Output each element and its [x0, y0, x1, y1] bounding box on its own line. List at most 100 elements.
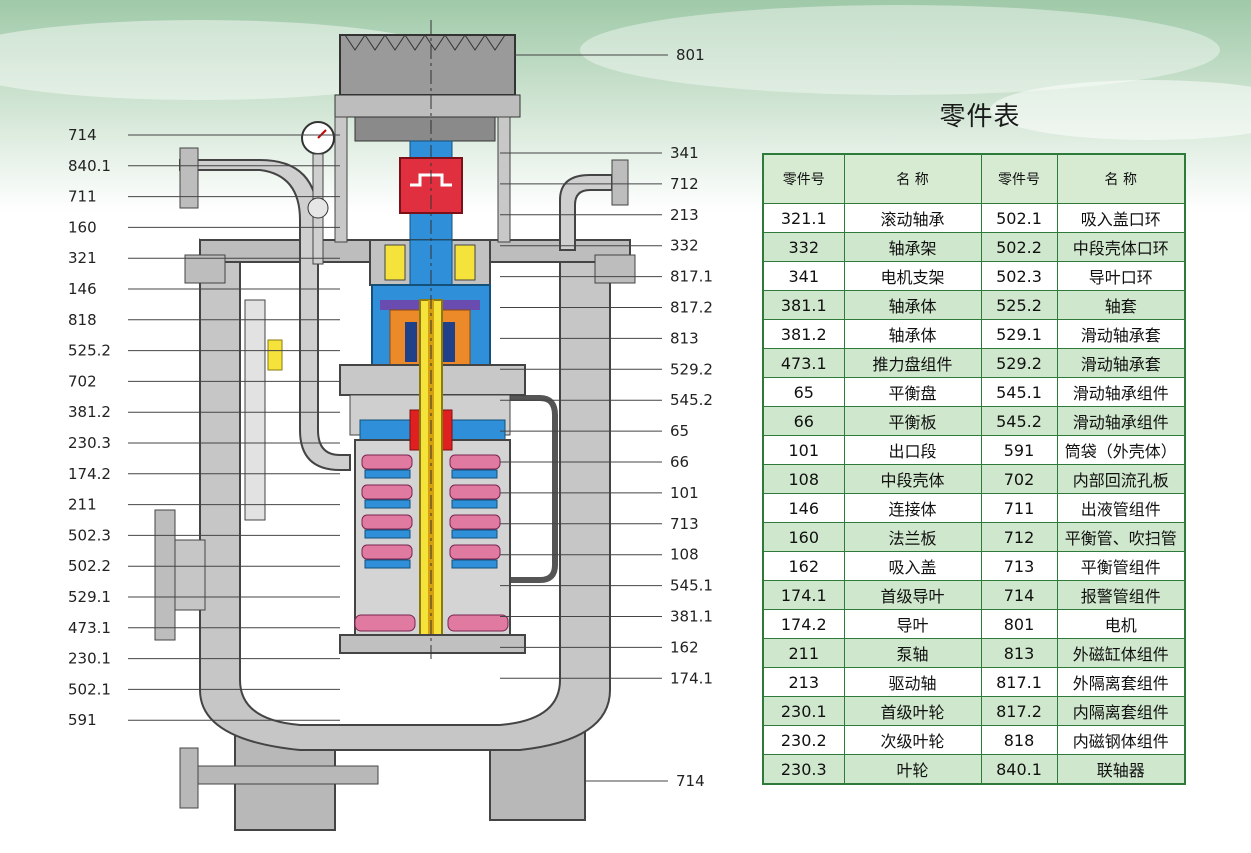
callout-label: 840.1 — [68, 157, 111, 175]
part-number-cell: 101 — [762, 435, 845, 465]
part-number-cell: 332 — [762, 232, 845, 262]
callout-label: 545.2 — [670, 391, 713, 409]
part-name-cell: 筒袋（外壳体） — [1056, 435, 1186, 465]
callout-label: 529.2 — [670, 360, 713, 378]
part-name-cell: 连接体 — [843, 493, 982, 523]
part-number-cell: 545.2 — [980, 406, 1058, 436]
callout-label: 529.1 — [68, 588, 111, 606]
part-name-cell: 内部回流孔板 — [1056, 464, 1186, 494]
part-number-cell: 230.1 — [762, 696, 845, 726]
part-name-cell: 轴承架 — [843, 232, 982, 262]
part-name-cell: 滑动轴承套 — [1056, 319, 1186, 349]
part-number-cell: 321.1 — [762, 203, 845, 233]
part-number-cell: 65 — [762, 377, 845, 407]
part-number-cell: 711 — [980, 493, 1058, 523]
callout-label: 211 — [68, 496, 97, 514]
part-name-cell: 平衡管组件 — [1056, 551, 1186, 581]
part-number-cell: 341 — [762, 261, 845, 291]
part-name-cell: 内隔离套组件 — [1056, 696, 1186, 726]
part-number-cell: 713 — [980, 551, 1058, 581]
callout-label: 702 — [68, 372, 97, 390]
callout-label: 502.3 — [68, 526, 111, 544]
callout-label: 711 — [68, 188, 97, 206]
part-name-cell: 次级叶轮 — [843, 725, 982, 755]
part-number-cell: 211 — [762, 638, 845, 668]
callout-label: 213 — [670, 206, 699, 224]
callout-label: 714 — [676, 772, 705, 790]
part-number-cell: 712 — [980, 522, 1058, 552]
part-number-cell: 213 — [762, 667, 845, 697]
callout-label: 714 — [68, 126, 97, 144]
callout-label: 545.1 — [670, 577, 713, 595]
part-number-cell: 502.1 — [980, 203, 1058, 233]
callout-label: 818 — [68, 311, 97, 329]
callout-label: 174.1 — [670, 669, 713, 687]
part-name-cell: 首级叶轮 — [843, 696, 982, 726]
part-number-cell: 174.2 — [762, 609, 845, 639]
part-number-cell: 813 — [980, 638, 1058, 668]
part-number-cell: 840.1 — [980, 754, 1058, 785]
part-name-cell: 轴套 — [1056, 290, 1186, 320]
callout-label: 502.1 — [68, 680, 111, 698]
callout-label: 341 — [670, 144, 699, 162]
callout-label: 502.2 — [68, 557, 111, 575]
part-name-cell: 法兰板 — [843, 522, 982, 552]
part-number-cell: 818 — [980, 725, 1058, 755]
callout-label: 525.2 — [68, 342, 111, 360]
callout-label: 321 — [68, 249, 97, 267]
part-name-cell: 导叶口环 — [1056, 261, 1186, 291]
part-number-cell: 817.1 — [980, 667, 1058, 697]
callout-label: 174.2 — [68, 465, 111, 483]
part-number-cell: 108 — [762, 464, 845, 494]
part-name-cell: 出液管组件 — [1056, 493, 1186, 523]
part-name-cell: 平衡管、吹扫管 — [1056, 522, 1186, 552]
part-number-cell: 66 — [762, 406, 845, 436]
callout-label: 332 — [670, 237, 699, 255]
part-name-cell: 外隔离套组件 — [1056, 667, 1186, 697]
part-name-cell: 驱动轴 — [843, 667, 982, 697]
callout-label: 801 — [676, 46, 705, 64]
left-callouts: 714840.1711160321146818525.2702381.2230.… — [68, 126, 340, 729]
part-number-cell: 381.2 — [762, 319, 845, 349]
part-number-cell: 502.2 — [980, 232, 1058, 262]
part-number-cell: 502.3 — [980, 261, 1058, 291]
part-name-cell: 内磁钢体组件 — [1056, 725, 1186, 755]
part-number-cell: 230.3 — [762, 754, 845, 785]
part-name-cell: 滚动轴承 — [843, 203, 982, 233]
header-part-no: 零件号 — [762, 153, 845, 204]
extra-callouts: 801 714 — [515, 46, 705, 790]
callout-label: 108 — [670, 546, 699, 564]
part-name-cell: 滑动轴承组件 — [1056, 406, 1186, 436]
part-number-cell: 162 — [762, 551, 845, 581]
parts-table-title: 零件表 — [939, 102, 1021, 132]
part-name-cell: 吸入盖口环 — [1056, 203, 1186, 233]
part-name-cell: 电机 — [1056, 609, 1186, 639]
callout-label: 817.1 — [670, 268, 713, 286]
part-name-cell: 平衡盘 — [843, 377, 982, 407]
part-number-cell: 529.1 — [980, 319, 1058, 349]
callout-label: 381.1 — [670, 608, 713, 626]
callout-label: 713 — [670, 515, 699, 533]
part-number-cell: 230.2 — [762, 725, 845, 755]
callout-label: 381.2 — [68, 403, 111, 421]
part-name-cell: 导叶 — [843, 609, 982, 639]
header-name: 名 称 — [1056, 153, 1186, 204]
part-name-cell: 滑动轴承组件 — [1056, 377, 1186, 407]
callout-label: 65 — [670, 422, 689, 440]
part-name-cell: 滑动轴承套 — [1056, 348, 1186, 378]
right-callouts: 341712213332817.1817.2813529.2545.265661… — [500, 144, 713, 687]
